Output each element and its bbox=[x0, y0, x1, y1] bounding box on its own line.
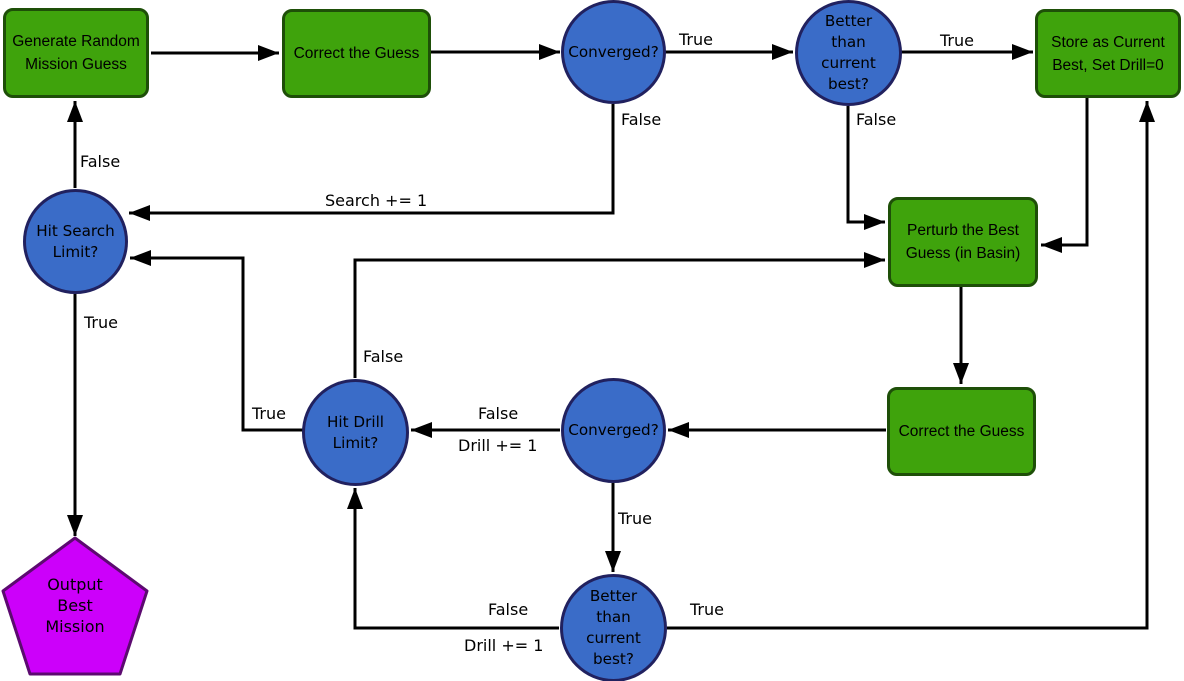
node-label-line: Perturb the Best bbox=[906, 222, 1019, 239]
node-generate-random-mission-guess: Generate Random Mission Guess bbox=[3, 8, 149, 98]
node-label-line: Mission bbox=[45, 617, 105, 636]
node-output-best-mission-label: Output Best Mission bbox=[15, 574, 135, 637]
node-label-line: Limit? bbox=[52, 242, 99, 261]
node-label-line: Guess (in Basin) bbox=[905, 245, 1021, 262]
node-correct-the-guess-bottom: Correct the Guess bbox=[887, 387, 1036, 476]
node-label-line: Better bbox=[589, 587, 638, 605]
node-label-line: Mission Guess bbox=[25, 56, 127, 73]
node-label-line: Hit Drill bbox=[326, 412, 385, 431]
node-label-line: Store as Current bbox=[1051, 33, 1165, 51]
edge-label-hit-drill-false: False bbox=[363, 347, 404, 366]
edge-label-search-increment: Search += 1 bbox=[325, 191, 428, 210]
edge-label-better-top-false: False bbox=[856, 110, 897, 129]
node-label-line: Converged? bbox=[568, 42, 659, 61]
edge-hit-drill-false-to-perturb bbox=[353, 252, 885, 378]
node-label-line: current bbox=[586, 629, 641, 647]
edge-label-better-bottom-true: True bbox=[690, 600, 724, 619]
node-hit-drill-limit: Hit Drill Limit? bbox=[302, 379, 409, 486]
node-correct-the-guess-top: Correct the Guess bbox=[282, 9, 431, 98]
edge-label-converged-bottom-true: True bbox=[618, 509, 652, 528]
node-label-line: Correct the Guess bbox=[293, 45, 420, 62]
node-label-line: Output bbox=[47, 575, 103, 594]
edge-better-bottom-false-to-hit-drill bbox=[347, 488, 559, 630]
edge-label-better-top-true: True bbox=[940, 31, 974, 50]
edge-label-better-bottom-false: False bbox=[488, 600, 529, 619]
edge-label-converged-top-true: True bbox=[679, 30, 713, 49]
edge-label-converged-bottom-false: False bbox=[478, 404, 519, 423]
node-label-line: Generate Random bbox=[12, 33, 140, 50]
edge-converged-top-false-to-hit-search bbox=[129, 104, 615, 221]
edge-better-top-false-to-perturb bbox=[846, 106, 885, 230]
node-output-best-mission-shape bbox=[1, 536, 149, 676]
node-label-line: than bbox=[831, 33, 866, 51]
edge-hit-drill-true-to-hit-search bbox=[130, 250, 303, 432]
node-label-line: Hit Search bbox=[36, 221, 115, 240]
node-better-than-current-best-bottom: Better than current best? bbox=[560, 574, 667, 681]
node-better-than-current-best-top: Better than current best? bbox=[795, 0, 902, 106]
node-label-line: Limit? bbox=[332, 433, 379, 452]
node-label-line: Best bbox=[57, 596, 93, 615]
node-label-line: current bbox=[821, 54, 876, 72]
node-label-line: than bbox=[596, 608, 631, 626]
node-label-line: Correct the Guess bbox=[898, 423, 1025, 440]
node-converged-top: Converged? bbox=[561, 0, 666, 104]
node-label-line: best? bbox=[828, 75, 869, 93]
edge-label-drill-increment-bottom: Drill += 1 bbox=[464, 636, 544, 655]
node-hit-search-limit: Hit Search Limit? bbox=[23, 189, 128, 294]
node-converged-bottom: Converged? bbox=[561, 378, 666, 483]
node-label-line: best? bbox=[593, 650, 634, 668]
edge-label-hit-search-false: False bbox=[80, 152, 121, 171]
edge-label-drill-increment-mid: Drill += 1 bbox=[458, 436, 538, 455]
edge-better-bottom-true-to-store bbox=[667, 101, 1155, 630]
node-label-line: Best, Set Drill=0 bbox=[1052, 56, 1164, 74]
node-label-line: Converged? bbox=[568, 421, 659, 439]
node-perturb-the-best-guess: Perturb the Best Guess (in Basin) bbox=[888, 197, 1038, 287]
edge-label-hit-drill-true: True bbox=[252, 404, 286, 423]
edge-store-to-perturb bbox=[1041, 98, 1089, 253]
edge-label-converged-top-false: False bbox=[621, 110, 662, 129]
node-store-as-current-best: Store as Current Best, Set Drill=0 bbox=[1035, 9, 1181, 98]
node-label-line: Better bbox=[824, 12, 873, 30]
edge-label-hit-search-true: True bbox=[84, 313, 118, 332]
